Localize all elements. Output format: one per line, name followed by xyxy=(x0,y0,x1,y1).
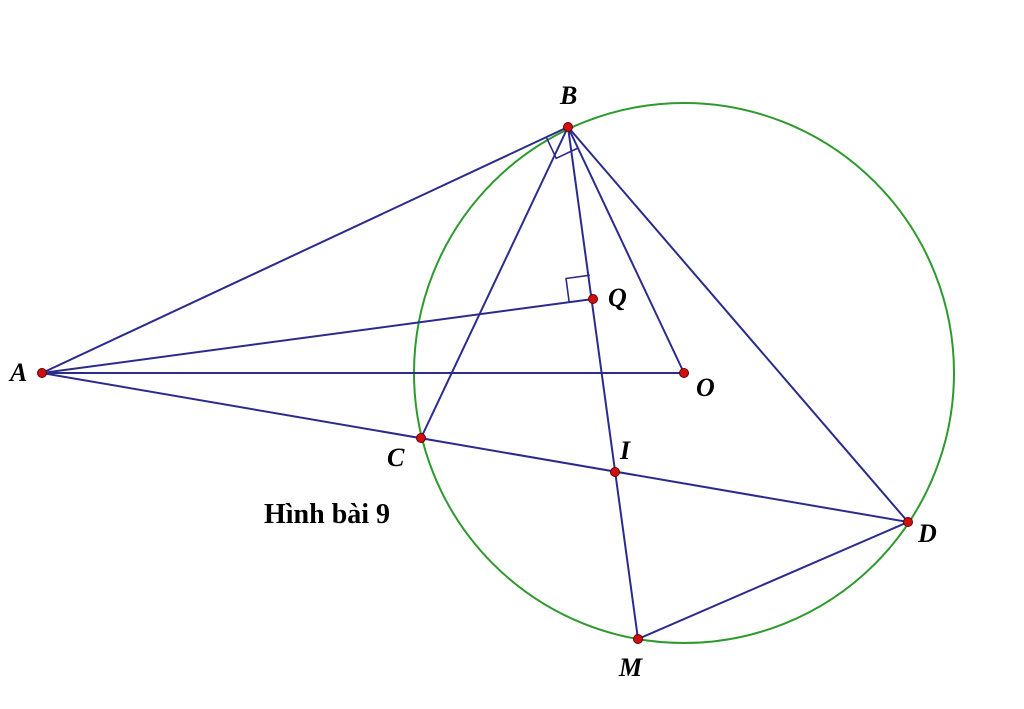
segment-md xyxy=(637,521,909,640)
segment-aq xyxy=(41,298,594,374)
segment-bm xyxy=(567,126,639,640)
segment-ad xyxy=(41,372,909,523)
point-d xyxy=(903,517,913,527)
point-b xyxy=(563,122,573,132)
point-i xyxy=(610,467,620,477)
segment-bc xyxy=(420,126,569,439)
point-o xyxy=(679,368,689,378)
right-angle-mark-b xyxy=(545,136,578,160)
figure-caption: Hình bài 9 xyxy=(264,499,390,530)
label-b: B xyxy=(559,81,577,110)
right-angle-mark-q xyxy=(565,274,590,303)
label-c: C xyxy=(387,443,405,472)
point-c xyxy=(416,433,426,443)
label-d: D xyxy=(917,519,937,548)
segment-ab xyxy=(41,126,569,374)
label-q: Q xyxy=(608,283,627,312)
segment-bo xyxy=(567,126,685,374)
point-a xyxy=(37,368,47,378)
label-a: A xyxy=(8,358,27,387)
label-m: M xyxy=(618,653,643,682)
label-i: I xyxy=(619,436,631,465)
point-q xyxy=(588,294,598,304)
label-o: O xyxy=(696,373,715,402)
point-m xyxy=(633,634,643,644)
segment-bd xyxy=(567,126,909,523)
